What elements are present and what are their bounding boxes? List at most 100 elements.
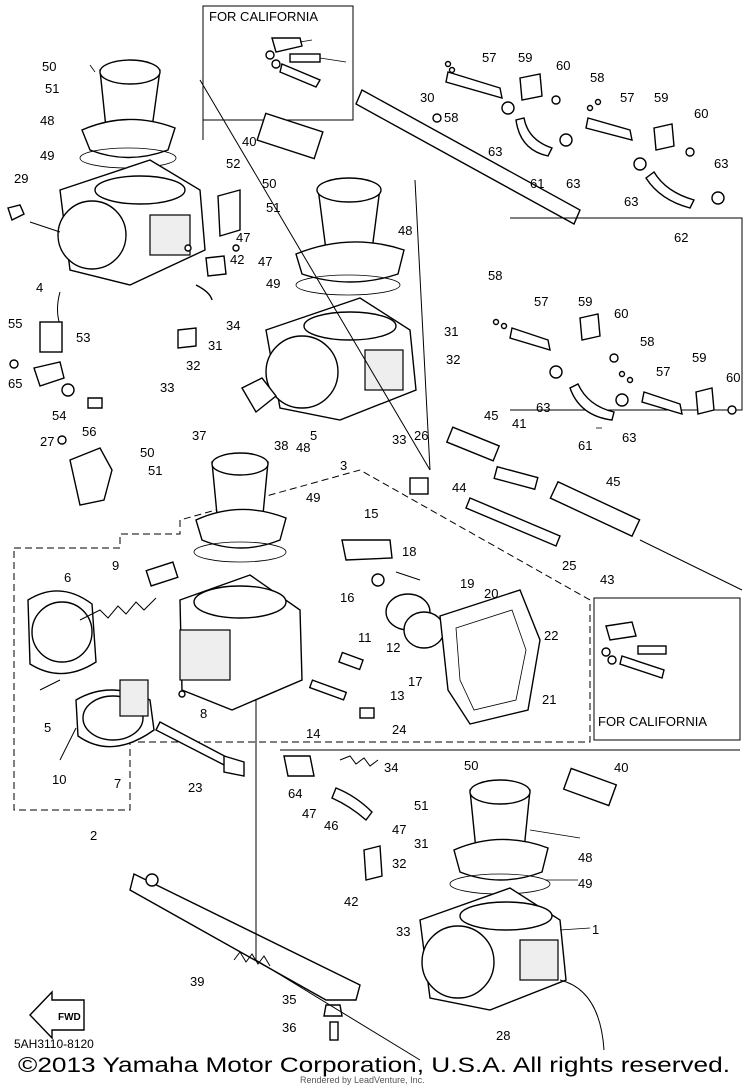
callout: 7 [114, 776, 121, 791]
carburetor-1 [419, 779, 605, 1051]
fwd-label: FWD [58, 1012, 81, 1023]
callout: 51 [148, 463, 162, 478]
callout: 63 [624, 194, 638, 209]
callout: 9 [112, 558, 119, 573]
callout: 48 [40, 113, 54, 128]
callout: 28 [496, 1028, 510, 1043]
callout: 48 [296, 440, 310, 455]
callout: 47 [258, 254, 272, 269]
callout: 34 [226, 318, 240, 333]
callout: 22 [544, 628, 558, 643]
fuel-hoses-center [409, 426, 641, 547]
callout: 61 [530, 176, 544, 191]
copyright-notice: ©2013 Yamaha Motor Corporation, U.S.A. A… [18, 1054, 730, 1077]
california-inset-top: FOR CALIFORNIA [202, 5, 354, 140]
callout: 11 [358, 630, 372, 645]
callout: 58 [488, 268, 502, 283]
callout: 26 [414, 428, 428, 443]
callout: 49 [266, 276, 280, 291]
callout: 40 [242, 134, 256, 149]
callout: 50 [140, 445, 154, 460]
callout: 60 [694, 106, 708, 121]
fuel-joint-left [177, 189, 241, 349]
callout: 51 [414, 798, 428, 813]
callout: 50 [464, 758, 478, 773]
callout: 14 [306, 726, 320, 741]
callout: 63 [566, 176, 580, 191]
fwd-arrow: FWD [29, 990, 85, 1040]
california-title-right: FOR CALIFORNIA [598, 714, 707, 729]
callout: 36 [282, 1020, 296, 1035]
callout: 50 [42, 59, 56, 74]
callout: 18 [402, 544, 416, 559]
carburetor-2-exploded [13, 452, 591, 811]
callout: 59 [518, 50, 532, 65]
callout: 19 [460, 576, 474, 591]
callout: 1 [592, 922, 599, 937]
callout: 17 [408, 674, 422, 689]
callout: 49 [40, 148, 54, 163]
callout: 25 [562, 558, 576, 573]
callout: 56 [82, 424, 96, 439]
callout: 43 [600, 572, 614, 587]
callout: 42 [344, 894, 358, 909]
callout: 64 [288, 786, 302, 801]
callout: 31 [414, 836, 428, 851]
callout: 54 [52, 408, 66, 423]
callout: 61 [578, 438, 592, 453]
vacuum-hoses-mid-right [492, 217, 743, 421]
callout: 60 [556, 58, 570, 73]
leader-lines [89, 39, 743, 1061]
callout: 12 [386, 640, 400, 655]
callout: 50 [262, 176, 276, 191]
callout: 40 [614, 760, 628, 775]
callout: 13 [390, 688, 404, 703]
callout: 48 [398, 223, 412, 238]
callout: 58 [640, 334, 654, 349]
callout: 32 [392, 856, 406, 871]
callout: 33 [396, 924, 410, 939]
callout: 60 [726, 370, 740, 385]
callout: 46 [324, 818, 338, 833]
callout: 57 [620, 90, 634, 105]
callout: 63 [714, 156, 728, 171]
callout: 49 [578, 876, 592, 891]
callout: 48 [578, 850, 592, 865]
fuel-pipe-lower [283, 755, 618, 881]
callout: 44 [452, 480, 466, 495]
callout: 27 [40, 434, 54, 449]
callout: 15 [364, 506, 378, 521]
throttle-sensor-group [9, 291, 113, 506]
callout: 16 [340, 590, 354, 605]
callout: 59 [692, 350, 706, 365]
callout: 47 [392, 822, 406, 837]
callout: 51 [45, 81, 59, 96]
callout: 47 [236, 230, 250, 245]
callout: 47 [302, 806, 316, 821]
callout: 59 [654, 90, 668, 105]
callout: 32 [186, 358, 200, 373]
callout: 33 [392, 432, 406, 447]
california-title-top: FOR CALIFORNIA [209, 9, 318, 24]
callout: 42 [230, 252, 244, 267]
callout: 32 [446, 352, 460, 367]
callout: 63 [622, 430, 636, 445]
callout: 10 [52, 772, 66, 787]
callout: 55 [8, 316, 22, 331]
callout: 60 [614, 306, 628, 321]
carburetor-4 [7, 59, 206, 286]
callout: 38 [274, 438, 288, 453]
california-inset-right: FOR CALIFORNIA [593, 597, 741, 741]
callout: 41 [512, 416, 526, 431]
callout: 20 [484, 586, 498, 601]
callout: 4 [36, 280, 43, 295]
carburetor-3 [241, 112, 417, 421]
callout: 2 [90, 828, 97, 843]
callout: 51 [266, 200, 280, 215]
callout: 3 [340, 458, 347, 473]
vacuum-hoses-top-right [355, 60, 725, 225]
callout: 21 [542, 692, 556, 707]
callout: 57 [482, 50, 496, 65]
throttle-linkage [129, 872, 361, 1041]
callout: 57 [534, 294, 548, 309]
